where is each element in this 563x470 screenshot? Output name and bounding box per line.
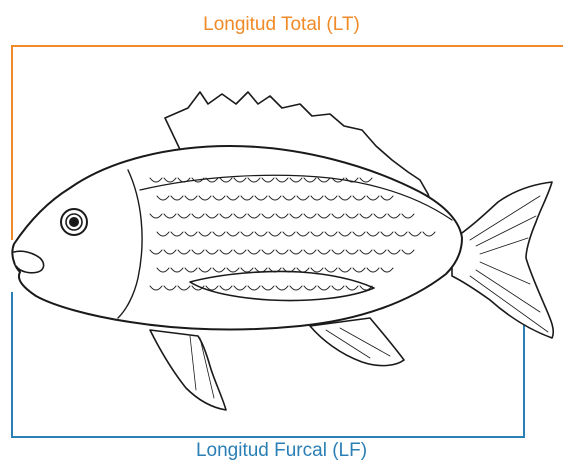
- fish-illustration-icon: [12, 92, 553, 410]
- anal-fin: [310, 318, 404, 366]
- pelvic-fin: [150, 330, 226, 410]
- eye-pupil: [70, 218, 79, 227]
- tail-fin: [452, 182, 553, 338]
